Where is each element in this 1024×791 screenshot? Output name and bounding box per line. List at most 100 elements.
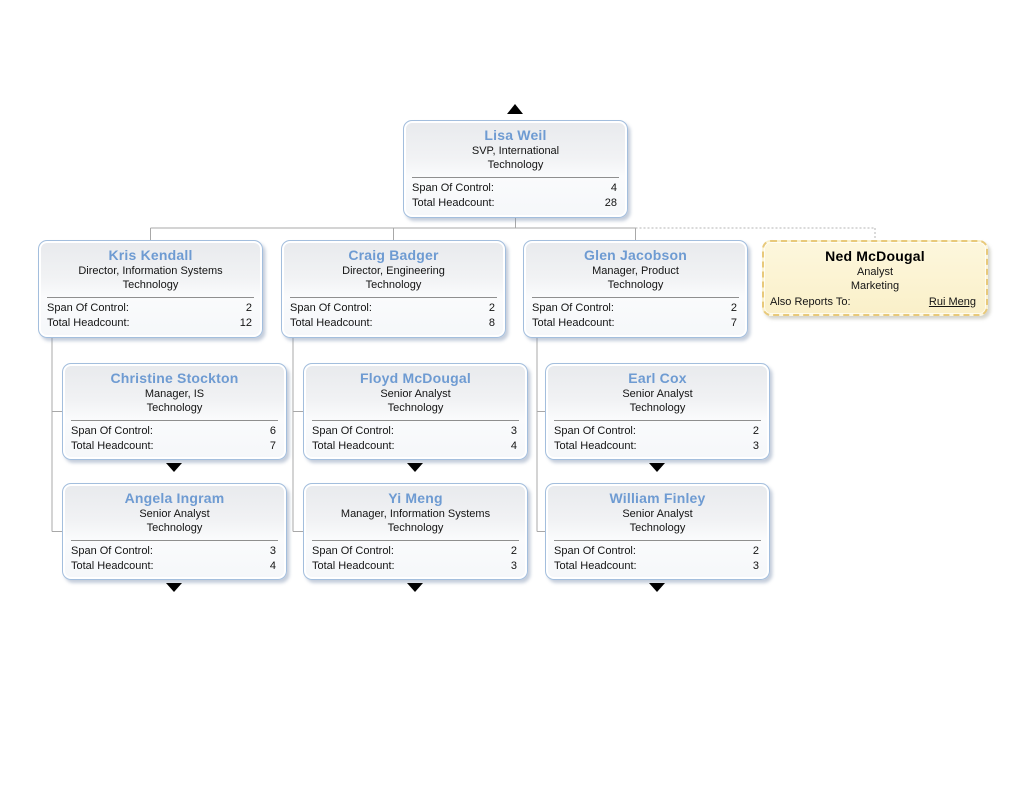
total-headcount-label: Total Headcount: bbox=[71, 559, 154, 572]
total-headcount-value: 3 bbox=[752, 559, 759, 572]
card-divider bbox=[554, 420, 761, 421]
total-headcount-row: Total Headcount: 3 bbox=[546, 439, 769, 454]
total-headcount-label: Total Headcount: bbox=[412, 196, 495, 209]
card-divider bbox=[290, 297, 497, 298]
total-headcount-row: Total Headcount: 4 bbox=[63, 559, 286, 574]
span-of-control-value: 3 bbox=[269, 545, 276, 557]
org-card-earl-cox[interactable]: Earl Cox Senior Analyst Technology Span … bbox=[545, 363, 770, 460]
org-card-floyd-mcdougal[interactable]: Floyd McDougal Senior Analyst Technology… bbox=[303, 363, 528, 460]
card-divider bbox=[312, 540, 519, 541]
employee-title: Manager, Product bbox=[592, 265, 679, 277]
span-of-control-label: Span Of Control: bbox=[290, 302, 372, 314]
span-of-control-value: 2 bbox=[752, 545, 759, 557]
employee-department: Technology bbox=[122, 279, 179, 291]
card-divider bbox=[412, 177, 619, 178]
expand-down-arrow-icon[interactable] bbox=[649, 463, 665, 472]
employee-name: Lisa Weil bbox=[484, 127, 547, 143]
employee-name: Kris Kendall bbox=[108, 247, 193, 263]
employee-title: Director, Engineering bbox=[342, 265, 445, 277]
span-of-control-value: 2 bbox=[510, 545, 517, 557]
span-of-control-value: 2 bbox=[245, 302, 252, 314]
expand-down-arrow-icon[interactable] bbox=[407, 463, 423, 472]
total-headcount-row: Total Headcount: 8 bbox=[282, 316, 505, 331]
expand-down-arrow-icon[interactable] bbox=[407, 583, 423, 592]
card-divider bbox=[71, 540, 278, 541]
org-card-yi-meng[interactable]: Yi Meng Manager, Information Systems Tec… bbox=[303, 483, 528, 580]
span-of-control-label: Span Of Control: bbox=[312, 545, 394, 557]
expand-down-arrow-icon[interactable] bbox=[649, 583, 665, 592]
employee-department: Technology bbox=[365, 279, 422, 291]
span-of-control-value: 2 bbox=[730, 302, 737, 314]
total-headcount-label: Total Headcount: bbox=[554, 439, 637, 452]
span-of-control-row: Span Of Control: 2 bbox=[39, 301, 262, 316]
span-of-control-label: Span Of Control: bbox=[554, 425, 636, 437]
employee-department: Technology bbox=[387, 402, 444, 414]
employee-department: Technology bbox=[146, 522, 203, 534]
span-of-control-row: Span Of Control: 6 bbox=[63, 424, 286, 439]
total-headcount-row: Total Headcount: 3 bbox=[546, 559, 769, 574]
employee-name: Craig Badger bbox=[348, 247, 439, 263]
employee-title: Senior Analyst bbox=[139, 508, 210, 520]
employee-department: Technology bbox=[387, 522, 444, 534]
org-card-craig-badger[interactable]: Craig Badger Director, Engineering Techn… bbox=[281, 240, 506, 338]
span-of-control-value: 6 bbox=[269, 425, 276, 437]
card-divider bbox=[532, 297, 739, 298]
employee-name: Yi Meng bbox=[388, 490, 443, 506]
org-card-christine-stockton[interactable]: Christine Stockton Manager, IS Technolog… bbox=[62, 363, 287, 460]
org-card-glen-jacobson[interactable]: Glen Jacobson Manager, Product Technolog… bbox=[523, 240, 748, 338]
also-reports-to-row: Also Reports To: Rui Meng bbox=[764, 293, 986, 310]
employee-name: William Finley bbox=[609, 490, 706, 506]
span-of-control-row: Span Of Control: 2 bbox=[524, 301, 747, 316]
expand-down-arrow-icon[interactable] bbox=[166, 463, 182, 472]
total-headcount-value: 7 bbox=[269, 439, 276, 452]
total-headcount-row: Total Headcount: 28 bbox=[404, 196, 627, 211]
total-headcount-value: 3 bbox=[510, 559, 517, 572]
card-divider bbox=[47, 297, 254, 298]
span-of-control-row: Span Of Control: 2 bbox=[304, 544, 527, 559]
org-card-william-finley[interactable]: William Finley Senior Analyst Technology… bbox=[545, 483, 770, 580]
card-divider bbox=[312, 420, 519, 421]
employee-title: Senior Analyst bbox=[622, 388, 693, 400]
total-headcount-label: Total Headcount: bbox=[290, 316, 373, 329]
also-reports-to-link[interactable]: Rui Meng bbox=[928, 296, 976, 308]
employee-title: Analyst bbox=[856, 266, 894, 278]
employee-name: Glen Jacobson bbox=[584, 247, 687, 263]
total-headcount-value: 8 bbox=[488, 316, 495, 329]
employee-name: Floyd McDougal bbox=[360, 370, 471, 386]
total-headcount-value: 3 bbox=[752, 439, 759, 452]
expand-down-arrow-icon[interactable] bbox=[166, 583, 182, 592]
employee-title: Senior Analyst bbox=[380, 388, 451, 400]
org-card-ned-mcdougal[interactable]: Ned McDougal Analyst Marketing Also Repo… bbox=[762, 240, 988, 316]
employee-name: Earl Cox bbox=[628, 370, 687, 386]
total-headcount-row: Total Headcount: 12 bbox=[39, 316, 262, 331]
span-of-control-label: Span Of Control: bbox=[412, 182, 494, 194]
employee-title: Director, Information Systems bbox=[78, 265, 223, 277]
org-card-lisa-weil[interactable]: Lisa Weil SVP, International Technology … bbox=[403, 120, 628, 218]
employee-department: Technology bbox=[629, 402, 686, 414]
span-of-control-row: Span Of Control: 2 bbox=[282, 301, 505, 316]
employee-department: Technology bbox=[487, 159, 544, 171]
total-headcount-value: 4 bbox=[269, 559, 276, 572]
total-headcount-value: 28 bbox=[604, 196, 617, 209]
total-headcount-label: Total Headcount: bbox=[312, 439, 395, 452]
employee-title: Manager, IS bbox=[144, 388, 205, 400]
also-reports-to-label: Also Reports To: bbox=[770, 296, 851, 308]
employee-name: Christine Stockton bbox=[110, 370, 239, 386]
total-headcount-row: Total Headcount: 7 bbox=[524, 316, 747, 331]
total-headcount-row: Total Headcount: 7 bbox=[63, 439, 286, 454]
span-of-control-label: Span Of Control: bbox=[532, 302, 614, 314]
total-headcount-value: 4 bbox=[510, 439, 517, 452]
employee-title: Manager, Information Systems bbox=[340, 508, 491, 520]
employee-name: Ned McDougal bbox=[825, 248, 925, 264]
span-of-control-row: Span Of Control: 2 bbox=[546, 424, 769, 439]
card-divider bbox=[554, 540, 761, 541]
org-card-angela-ingram[interactable]: Angela Ingram Senior Analyst Technology … bbox=[62, 483, 287, 580]
span-of-control-row: Span Of Control: 4 bbox=[404, 181, 627, 196]
total-headcount-value: 7 bbox=[730, 316, 737, 329]
span-of-control-row: Span Of Control: 3 bbox=[63, 544, 286, 559]
collapse-up-arrow-icon[interactable] bbox=[507, 104, 523, 114]
span-of-control-value: 3 bbox=[510, 425, 517, 437]
span-of-control-label: Span Of Control: bbox=[312, 425, 394, 437]
org-card-kris-kendall[interactable]: Kris Kendall Director, Information Syste… bbox=[38, 240, 263, 338]
